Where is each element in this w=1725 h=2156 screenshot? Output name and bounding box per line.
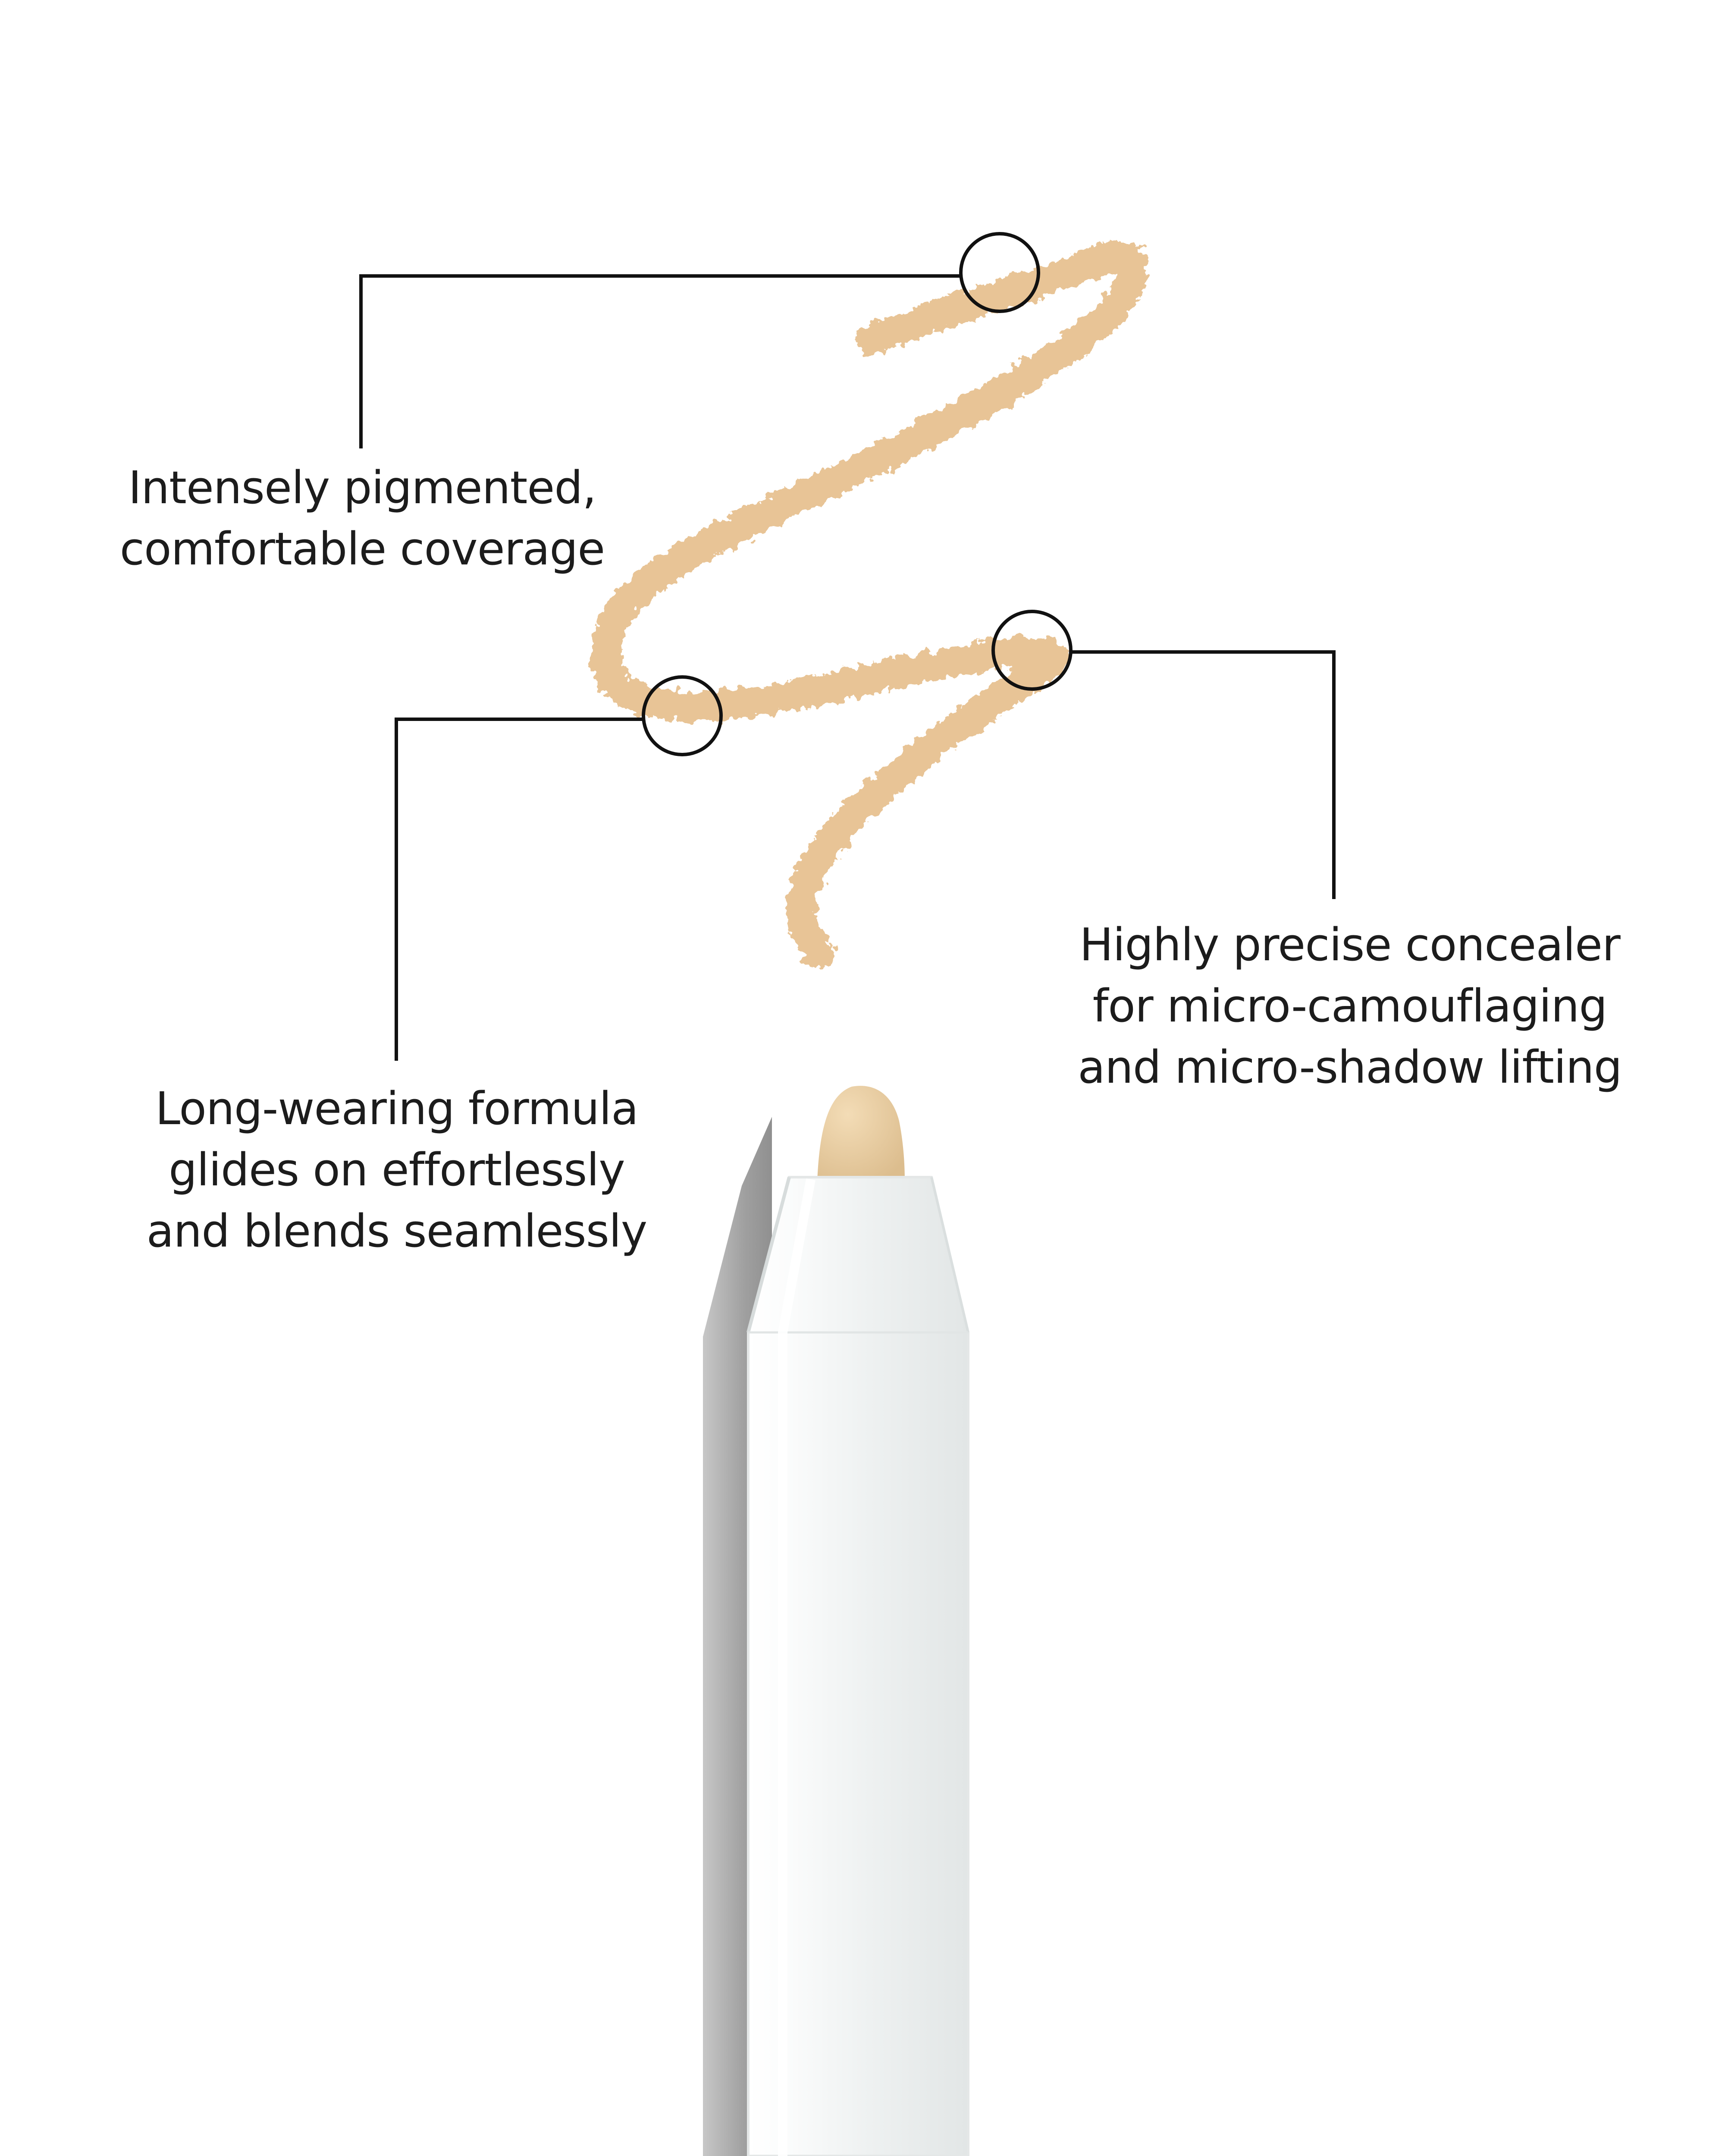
callout-line: glides on effortlessly: [169, 1144, 625, 1196]
callout-precise-text: Highly precise concealer for micro-camou…: [1026, 914, 1673, 1098]
callout-long-wearing-connector: [395, 675, 723, 1061]
callout-line: Intensely pigmented,: [128, 461, 597, 514]
callout-line: comfortable coverage: [119, 523, 605, 575]
concealer-swatch: [591, 240, 1148, 968]
callout-pigmented-connector: [359, 232, 1040, 448]
callout-line: and blends seamlessly: [146, 1205, 648, 1257]
callout-line: Highly precise concealer: [1079, 918, 1621, 971]
callout-line: for micro-camouflaging: [1092, 980, 1608, 1032]
callout-pigmented-text: Intensely pigmented, comfortable coverag…: [65, 457, 660, 580]
callout-long-wearing-text: Long-wearing formula glides on effortles…: [99, 1078, 694, 1262]
pencil-tip: [817, 1086, 905, 1181]
callout-line: Long-wearing formula: [155, 1082, 639, 1135]
callout-line: and micro-shadow lifting: [1078, 1041, 1622, 1094]
pencil-body: [746, 1176, 969, 2156]
callout-precise-connector: [991, 610, 1336, 899]
